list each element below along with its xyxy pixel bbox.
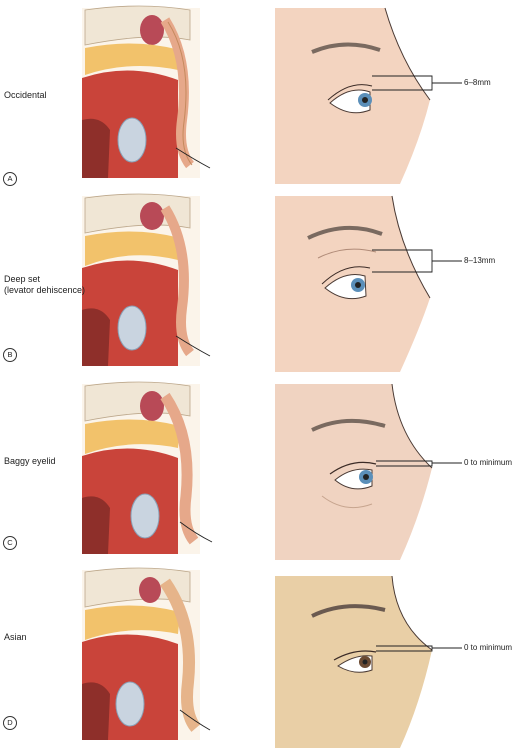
panel-c-illustration [82, 381, 462, 560]
panel-b-illustration [82, 193, 462, 372]
panel-baggy-eyelid: Baggy eyelid 0 to minimum C [0, 376, 514, 560]
eyelid-type-label: Asian [4, 632, 27, 642]
measurement-bracket [376, 460, 433, 467]
cross-section-illustration [82, 381, 213, 554]
panel-letter: A [3, 172, 17, 186]
panel-letter: B [3, 348, 17, 362]
eye-profile-illustration [275, 383, 433, 560]
eye-profile-illustration [275, 575, 433, 748]
cross-section-illustration [82, 5, 211, 178]
crease-height-label: 0 to minimum [464, 458, 513, 467]
crease-height-label: 8–13mm [464, 256, 496, 265]
panel-asian: Asian 0 to minimum D [0, 564, 514, 748]
panel-occidental: Occidental 6–8mm A [0, 0, 514, 186]
eyelid-type-label: Occidental [4, 90, 47, 100]
eyelid-type-label: Deep set (levator dehiscence) [4, 274, 86, 295]
eye-profile-illustration [275, 195, 431, 372]
measurement-bracket [376, 645, 433, 652]
panel-a-illustration [82, 5, 462, 184]
panel-d-illustration [82, 567, 462, 748]
panel-deep-set: Deep set (levator dehiscence) 8–13mm B [0, 188, 514, 372]
panel-letter: D [3, 716, 17, 730]
eye-profile-illustration [275, 7, 431, 184]
crease-height-label: 6–8mm [464, 78, 491, 87]
crease-height-label: 0 to minimum [464, 643, 513, 652]
eyelid-type-label: Baggy eyelid [4, 456, 56, 466]
panel-letter: C [3, 536, 17, 550]
cross-section-illustration [82, 567, 211, 740]
cross-section-illustration [82, 193, 211, 366]
